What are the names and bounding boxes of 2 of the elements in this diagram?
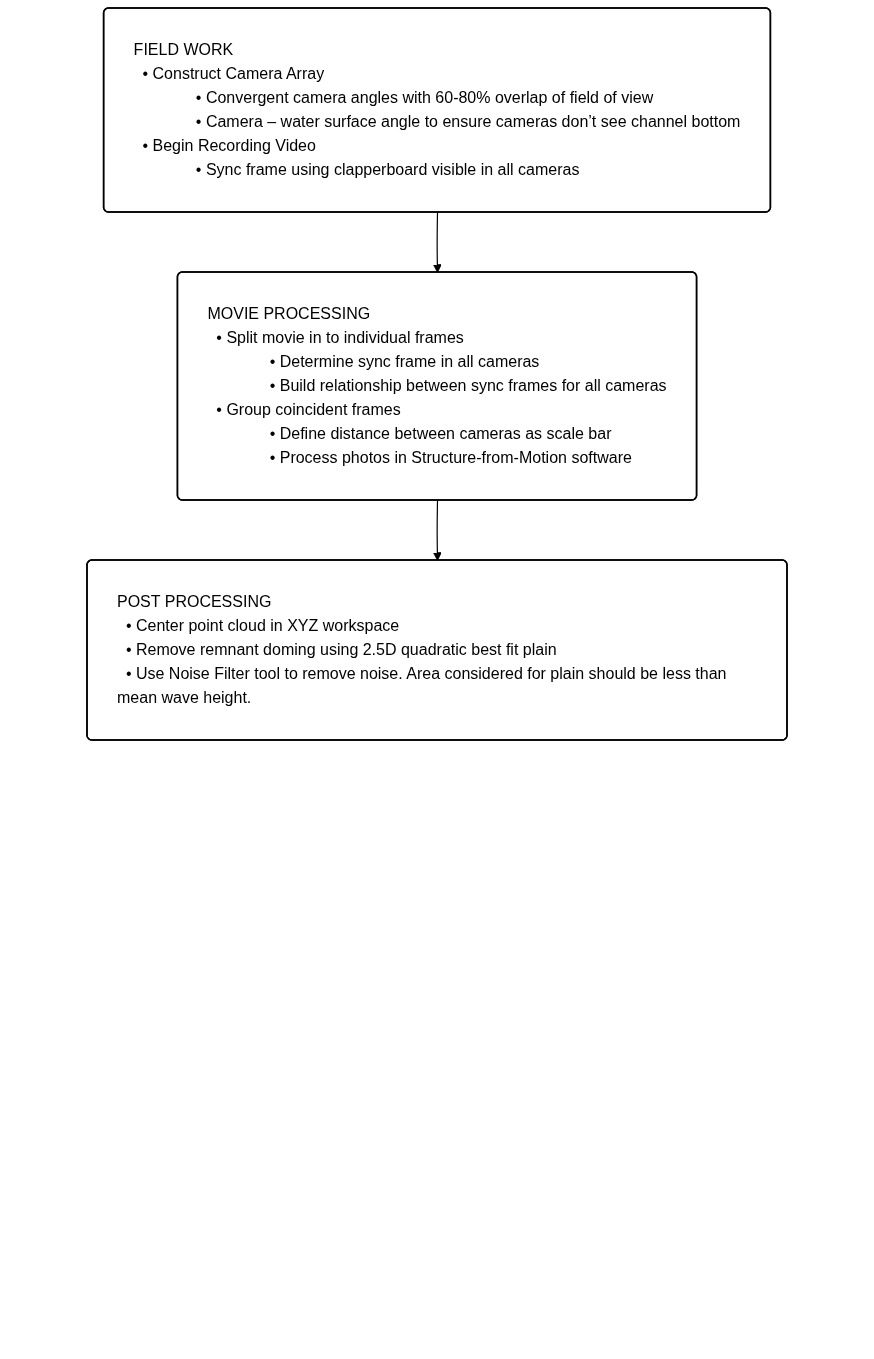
arrow [432,211,442,273]
arrow [432,499,442,561]
